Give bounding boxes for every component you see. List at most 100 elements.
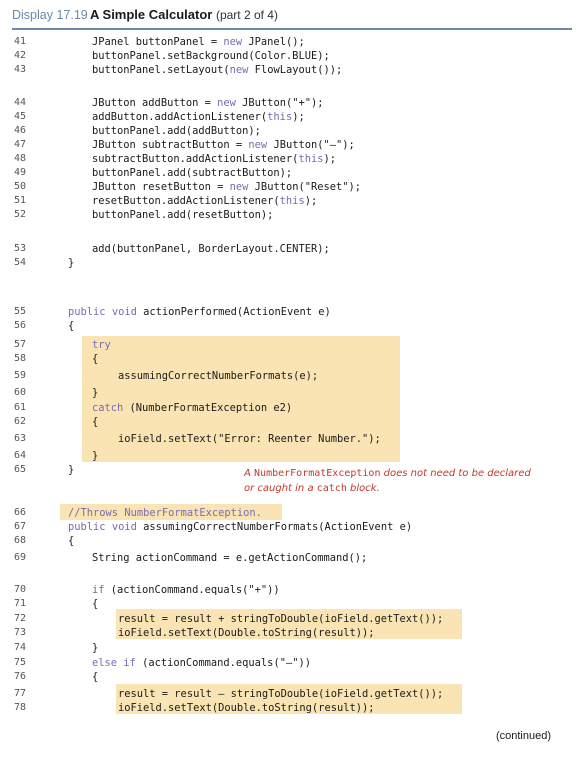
line-number: 77 [14, 688, 27, 699]
line-number: 75 [14, 657, 27, 668]
code-line: { [92, 416, 99, 428]
code-keyword: new [229, 64, 249, 76]
line-number: 78 [14, 702, 27, 713]
line-number: 74 [14, 642, 27, 653]
line-number: 69 [14, 552, 27, 563]
line-number: 55 [14, 306, 27, 317]
code-line: { [68, 320, 75, 332]
line-number: 53 [14, 243, 27, 254]
code-keyword: try [92, 339, 111, 351]
code-line: JButton subtractButton = new JButton("–"… [92, 139, 355, 151]
display-title: A Simple Calculator (part 2 of 4) [90, 7, 278, 22]
code-line: ioField.setText(Double.toString(result))… [118, 627, 375, 639]
display-label: Display 17.19 [12, 8, 88, 22]
line-number: 49 [14, 167, 27, 178]
code-keyword: void [111, 521, 137, 533]
line-number: 44 [14, 97, 27, 108]
code-line: buttonPanel.add(resetButton); [92, 209, 274, 221]
code-keyword: new [223, 36, 243, 48]
code-line: try [92, 338, 111, 352]
line-number: 67 [14, 521, 27, 532]
code-line: public void assumingCorrectNumberFormats… [68, 521, 413, 533]
line-number: 63 [14, 433, 27, 444]
line-number: 45 [14, 111, 27, 122]
line-number: 65 [14, 464, 27, 475]
line-number: 50 [14, 181, 27, 192]
display-header: Display 17.19 A Simple Calculator (part … [12, 6, 572, 30]
code-keyword: if [92, 584, 105, 596]
code-line: result = result – stringToDouble(ioField… [118, 688, 444, 700]
code-line: } [68, 464, 75, 476]
code-keyword: new [217, 97, 236, 109]
part-label: (part 2 of 4) [215, 8, 278, 22]
code-line: buttonPanel.setBackground(Color.BLUE); [92, 50, 330, 62]
code-line: } [92, 387, 99, 399]
line-number: 42 [14, 50, 27, 61]
note-text-b: does not need to be declared [380, 468, 531, 479]
line-number: 76 [14, 671, 27, 682]
code-line: String actionCommand = e.getActionComman… [92, 552, 368, 564]
code-keyword: public [68, 306, 106, 318]
code-line: } [92, 642, 99, 654]
line-number: 62 [14, 416, 27, 427]
code-line: public void actionPerformed(ActionEvent … [68, 306, 331, 318]
code-line: assumingCorrectNumberFormats(e); [118, 370, 319, 382]
code-line: subtractButton.addActionListener(this); [92, 153, 336, 165]
line-number: 47 [14, 139, 27, 150]
code-keyword: new [248, 139, 268, 151]
continued-label: (continued) [495, 730, 551, 742]
line-number: 48 [14, 153, 27, 164]
code-line: JButton resetButton = new JButton("Reset… [92, 181, 362, 193]
code-line: { [68, 535, 75, 547]
code-line: { [92, 598, 99, 610]
code-line: catch (NumberFormatException e2) [92, 402, 293, 414]
line-number: 57 [14, 339, 27, 350]
line-number: 64 [14, 450, 27, 461]
note-text-c: or caught in a [244, 483, 317, 494]
line-number: 46 [14, 125, 27, 136]
code-keyword: this [279, 195, 305, 207]
code-keyword: catch [92, 402, 124, 414]
code-keyword: new [229, 181, 249, 193]
line-number: 71 [14, 598, 27, 609]
code-line: result = result + stringToDouble(ioField… [118, 613, 444, 625]
code-keyword: this [298, 153, 324, 165]
code-line: resetButton.addActionListener(this); [92, 195, 318, 207]
code-line: addButton.addActionListener(this); [92, 111, 305, 123]
line-number: 61 [14, 402, 27, 413]
code-keyword: void [111, 306, 137, 318]
code-line: ioField.setText("Error: Reenter Number."… [118, 433, 381, 445]
title-text: A Simple Calculator [90, 7, 213, 22]
code-line: { [92, 353, 99, 365]
code-line: { [92, 671, 99, 683]
code-keyword: if [123, 657, 136, 669]
highlight-subtract-block [116, 684, 462, 714]
code-line: if (actionCommand.equals("+")) [92, 584, 280, 596]
note-class-name: NumberFormatException [254, 468, 381, 479]
code-line: JButton addButton = new JButton("+"); [92, 97, 324, 109]
line-number: 51 [14, 195, 27, 206]
annotation-note: A NumberFormatException does not need to… [244, 466, 564, 496]
line-number: 60 [14, 387, 27, 398]
line-number: 43 [14, 64, 27, 75]
note-catch-word: catch [316, 483, 347, 494]
line-number: 68 [14, 535, 27, 546]
note-text-a: A [244, 468, 255, 479]
code-keyword: else [92, 657, 118, 669]
line-number: 52 [14, 209, 27, 220]
code-line: ioField.setText(Double.toString(result))… [118, 702, 375, 714]
code-line: } [92, 450, 99, 462]
header-rule [12, 28, 572, 30]
code-keyword: public [68, 521, 106, 533]
line-number: 59 [14, 370, 27, 381]
code-line: add(buttonPanel, BorderLayout.CENTER); [92, 243, 330, 255]
code-line: buttonPanel.add(addButton); [92, 125, 261, 137]
line-number: 70 [14, 584, 27, 595]
highlight-try-block [82, 336, 400, 462]
code-keyword: this [267, 111, 293, 123]
highlight-add-block [116, 609, 462, 639]
code-line: } [68, 257, 75, 269]
code-line: else if (actionCommand.equals("–")) [92, 657, 311, 669]
note-text-d: block. [346, 483, 380, 494]
highlight-throws-comment [60, 504, 282, 520]
